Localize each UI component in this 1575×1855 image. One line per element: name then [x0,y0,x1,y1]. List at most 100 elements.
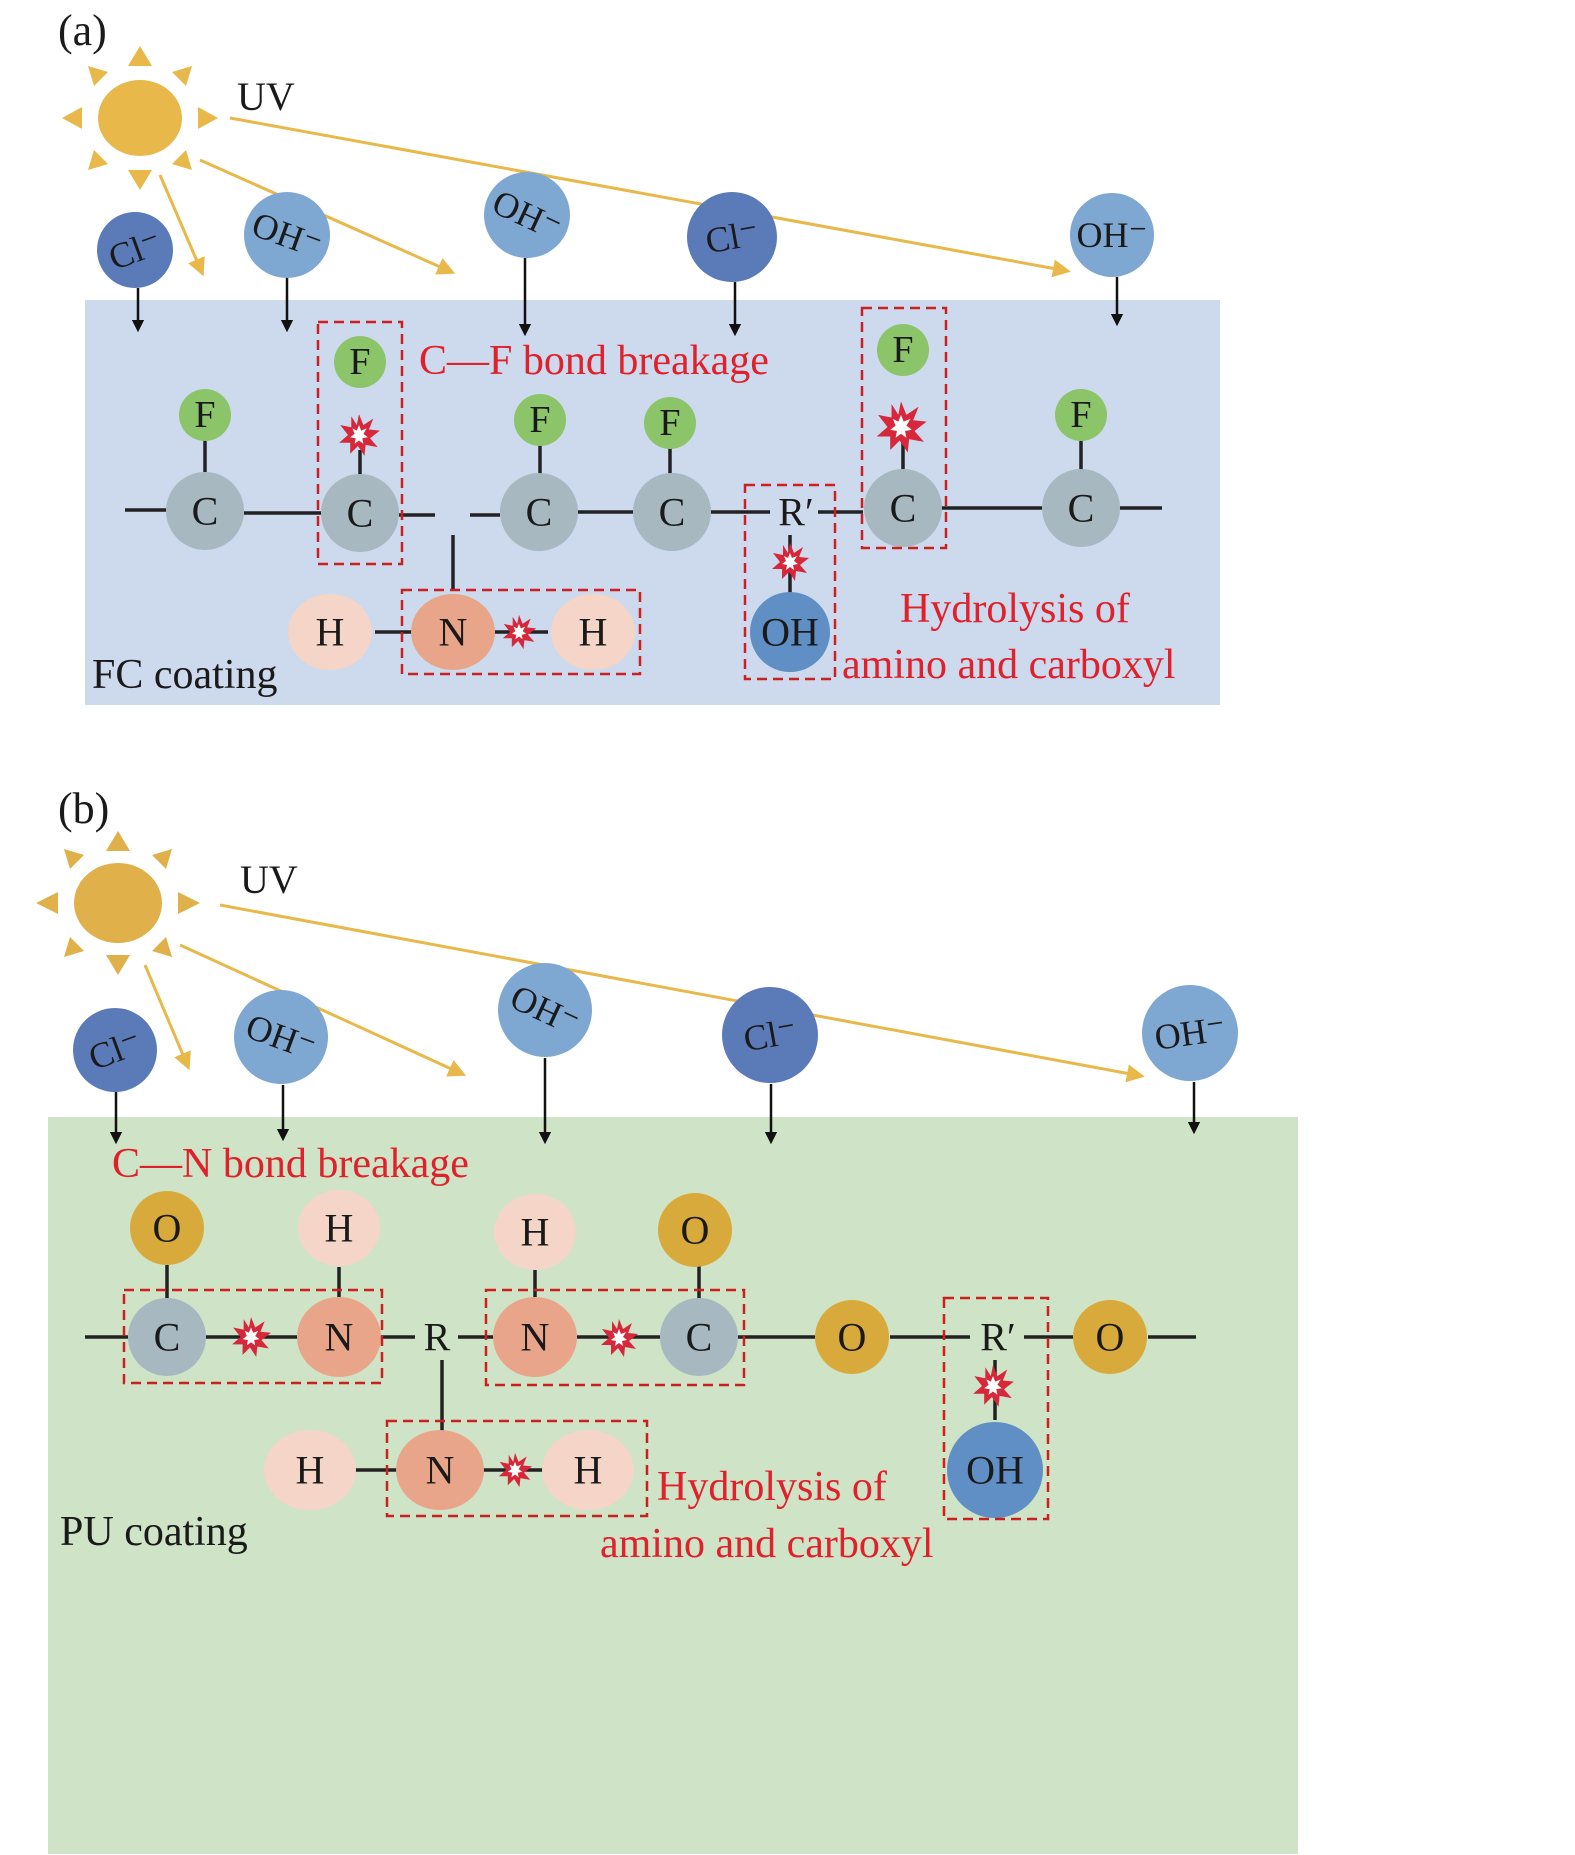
atom-label: C [659,490,686,535]
atom-h: H [264,1430,356,1510]
atom-label: C [192,489,219,534]
atom-c: C [660,1298,738,1376]
atom-label: C [890,486,917,531]
atom-f: F [1055,389,1107,441]
ion-oh: OH⁻ [1142,985,1238,1081]
panel-a-label: (a) [58,6,107,55]
bond-breakage-label: C—F bond breakage [419,338,769,384]
ion-cl: Cl⁻ [73,1008,157,1092]
atom-label: H [325,1206,354,1251]
reaction-site-box [743,483,837,681]
uv-label: UV [237,74,295,119]
ion-oh: OH⁻ [498,963,592,1057]
atom-o: O [815,1300,889,1374]
ion-cl: Cl⁻ [722,987,818,1083]
atom-label: F [194,394,215,436]
hydrolysis-label: Hydrolysis of [900,586,1130,632]
bond-breakage-label: C—N bond breakage [112,1141,469,1187]
atom-c: C [128,1298,206,1376]
atom-o: O [130,1191,204,1265]
atom-label: C [526,490,553,535]
atom-label: N [521,1315,550,1360]
atom-label: C [154,1315,181,1360]
atom-r: R [424,1315,451,1360]
atom-label: F [1070,394,1091,436]
atom-label: H [521,1210,550,1255]
atom-r-prime: R′ [980,1315,1015,1360]
reaction-site-box [860,306,948,550]
reaction-site-box [122,1288,384,1385]
coating-label: PU coating [60,1509,248,1555]
atom-label: N [325,1315,354,1360]
atom-n: N [411,594,495,670]
panel-a: (a) UV Cl⁻ OH⁻ [58,6,1220,705]
atom-label: O [1096,1315,1125,1360]
hydrolysis-label: amino and carboxyl [600,1521,934,1567]
atom-oh: OH [750,592,830,672]
atom-h: H [494,1194,576,1270]
uv-ray [158,174,205,277]
atom-label: OH [966,1448,1024,1493]
ion-cl: Cl⁻ [687,192,777,282]
ion-oh: OH⁻ [1070,193,1154,277]
ion-oh: OH⁻ [484,172,570,258]
atom-c: C [166,472,244,550]
atom-f: F [179,389,231,441]
atom-label: H [579,610,608,655]
atom-label: N [426,1448,455,1493]
atom-label: O [153,1206,182,1251]
atom-label: N [439,610,468,655]
uv-ray [229,116,1071,278]
atom-label: C [1068,486,1095,531]
atom-label: O [838,1315,867,1360]
atom-h: H [298,1190,380,1266]
ion-cl: Cl⁻ [97,212,173,288]
atom-n: N [493,1297,577,1377]
sun-icon [36,831,200,975]
atom-label: H [316,610,345,655]
atom-n: N [396,1430,484,1510]
uv-ray [179,943,467,1077]
coating-label: FC coating [92,652,278,698]
reaction-site-box [400,588,642,676]
reaction-site-box [484,1288,746,1387]
atom-h: H [542,1430,634,1510]
hydrolysis-label: Hydrolysis of [657,1464,887,1510]
atom-label: F [529,399,550,441]
atom-label: H [296,1448,325,1493]
atom-f: F [514,394,566,446]
atom-c: C [321,474,399,552]
uv-label: UV [240,857,298,902]
ion-label: OH⁻ [1077,215,1148,255]
atom-label: C [347,491,374,536]
atom-f: F [644,397,696,449]
atom-o: O [1073,1300,1147,1374]
sun-icon [62,46,218,190]
hydrolysis-label: amino and carboxyl [842,642,1176,688]
atom-h: H [551,594,635,670]
atom-label: C [686,1315,713,1360]
reaction-site-box [942,1296,1050,1521]
uv-ray [219,903,1145,1083]
atom-n: N [297,1297,381,1377]
atom-o: O [658,1193,732,1267]
atom-label: F [659,402,680,444]
ion-label: OH⁻ [1152,1008,1228,1057]
atom-f: F [334,336,386,388]
atom-c: C [1042,469,1120,547]
ion-label: Cl⁻ [740,1011,799,1060]
atom-label: F [349,341,370,383]
atom-c: C [864,469,942,547]
ion-oh: OH⁻ [234,990,328,1084]
atom-c: C [633,473,711,551]
reaction-site-box [385,1419,649,1518]
uv-ray [143,964,191,1071]
atom-c: C [500,473,578,551]
atom-label: F [892,329,913,371]
atom-r-prime: R′ [778,490,813,535]
atom-h: H [288,594,372,670]
panel-b: (b) UV Cl⁻ OH⁻ OH⁻ [36,784,1298,1854]
ion-oh: OH⁻ [244,192,330,278]
reaction-site-box [316,320,404,566]
